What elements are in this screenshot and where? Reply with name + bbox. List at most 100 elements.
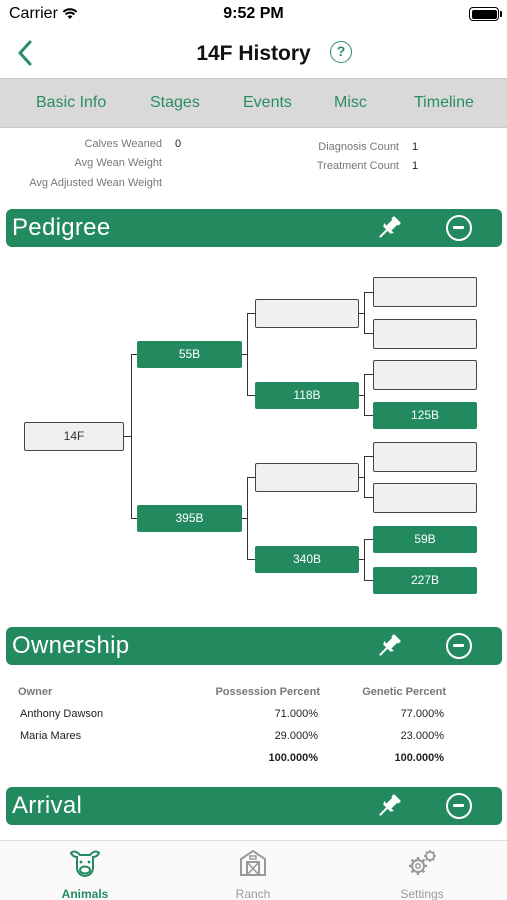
pedigree-node-dam-dam[interactable]: 340B (255, 546, 359, 573)
wifi-icon (62, 8, 78, 19)
barn-icon (240, 849, 266, 876)
pedigree-node-dam-sire-sire[interactable] (373, 442, 477, 472)
connector (247, 313, 248, 396)
pedigree-node-sire-dam[interactable]: 118B (255, 382, 359, 409)
pedigree-node-dam-dam-dam[interactable]: 227B (373, 567, 477, 594)
pedigree-node-sire-sire-dam[interactable] (373, 319, 477, 349)
pedigree-node-dam[interactable]: 395B (137, 505, 242, 532)
pin-icon[interactable] (374, 213, 404, 243)
connector (364, 333, 373, 334)
connector (242, 354, 248, 355)
status-bar: Carrier 9:52 PM (0, 0, 507, 30)
pedigree-title: Pedigree (12, 214, 111, 241)
possession-column-header: Possession Percent (215, 686, 320, 698)
connector (364, 497, 373, 498)
ownership-header[interactable]: Ownership (6, 627, 502, 665)
connector (364, 539, 373, 540)
tab-misc[interactable]: Misc (334, 94, 367, 111)
battery-tip (500, 11, 502, 17)
ownership-title: Ownership (12, 632, 130, 659)
owner-column-header: Owner (18, 686, 53, 698)
tab-ranch-label: Ranch (235, 887, 271, 900)
arrival-title: Arrival (12, 792, 83, 819)
tab-basic-info[interactable]: Basic Info (36, 94, 107, 111)
pedigree-node-dam-dam-sire[interactable]: 59B (373, 526, 477, 553)
collapse-icon[interactable] (446, 793, 472, 819)
section-tabs: Basic Info Stages Events Misc Timeline (0, 78, 507, 128)
connector (359, 477, 365, 478)
chevron-left-icon (18, 40, 32, 66)
connector (364, 539, 365, 581)
treatment-count-label: Treatment Count (316, 160, 399, 172)
connector (131, 354, 132, 519)
genetic-column-header: Genetic Percent (362, 686, 446, 698)
gear-icon (409, 850, 436, 875)
pedigree-node-sire-dam-dam[interactable]: 125B (373, 402, 477, 429)
tab-settings-label: Settings (400, 887, 444, 900)
tab-ranch[interactable]: Ranch (193, 847, 313, 900)
pedigree-node-dam-sire-dam[interactable] (373, 483, 477, 513)
pedigree-node-dam-sire[interactable] (255, 463, 359, 492)
collapse-icon[interactable] (446, 215, 472, 241)
help-icon[interactable]: ? (330, 41, 352, 63)
bottom-tab-bar: Animals Ranch Settings (0, 840, 507, 900)
pedigree-header[interactable]: Pedigree (6, 209, 502, 247)
owner-name: Maria Mares (20, 730, 82, 742)
pedigree-node-sire-sire-sire[interactable] (373, 277, 477, 307)
connector (247, 477, 248, 560)
tab-settings[interactable]: Settings (362, 847, 482, 900)
back-button[interactable] (10, 36, 40, 70)
connector (364, 580, 373, 581)
connector (364, 456, 373, 457)
pin-icon[interactable] (374, 791, 404, 821)
connector (359, 559, 365, 560)
avg-adjusted-wean-weight-label: Avg Adjusted Wean Weight (29, 177, 162, 189)
battery-icon (469, 7, 499, 21)
possession-percent: 71.000% (274, 708, 318, 720)
pedigree-tree: 14F 55B 395B 118B 340B 125B 59B 227B (0, 262, 507, 612)
pedigree-node-sire-sire[interactable] (255, 299, 359, 328)
connector (242, 518, 248, 519)
connector (247, 313, 255, 314)
possession-total: 100.000% (268, 752, 318, 764)
genetic-percent: 23.000% (400, 730, 444, 742)
pedigree-node-sire-dam-sire[interactable] (373, 360, 477, 390)
connector (359, 313, 365, 314)
owner-name: Anthony Dawson (20, 708, 104, 720)
pedigree-node-animal[interactable]: 14F (24, 422, 124, 451)
diagnosis-count-label: Diagnosis Count (318, 141, 399, 153)
connector (359, 395, 365, 396)
pin-icon[interactable] (374, 631, 404, 661)
possession-percent: 29.000% (274, 730, 318, 742)
nav-bar: 14F History ? (0, 30, 507, 78)
connector (247, 395, 255, 396)
clock: 9:52 PM (223, 5, 284, 22)
connector (364, 456, 365, 498)
connector (364, 374, 373, 375)
calves-weaned-label: Calves Weaned (84, 138, 162, 150)
tab-animals[interactable]: Animals (25, 847, 145, 900)
connector (131, 518, 137, 519)
treatment-count-value: 1 (412, 160, 419, 172)
connector (124, 436, 132, 437)
genetic-percent: 77.000% (400, 708, 444, 720)
carrier-label: Carrier (9, 5, 58, 22)
calves-weaned-value: 0 (175, 138, 182, 150)
tab-stages[interactable]: Stages (150, 94, 200, 111)
tab-timeline[interactable]: Timeline (414, 94, 474, 111)
tab-events[interactable]: Events (243, 94, 292, 111)
page-title: 14F History (196, 42, 311, 65)
genetic-total: 100.000% (394, 752, 444, 764)
connector (364, 374, 365, 416)
pedigree-node-sire[interactable]: 55B (137, 341, 242, 368)
ownership-table: Owner Possession Percent Genetic Percent… (0, 680, 507, 780)
cow-icon (69, 850, 101, 878)
diagnosis-count-value: 1 (412, 141, 419, 153)
connector (364, 292, 373, 293)
collapse-icon[interactable] (446, 633, 472, 659)
connector (247, 477, 255, 478)
connector (364, 292, 365, 334)
arrival-header[interactable]: Arrival (6, 787, 502, 825)
connector (364, 415, 373, 416)
connector (247, 559, 255, 560)
